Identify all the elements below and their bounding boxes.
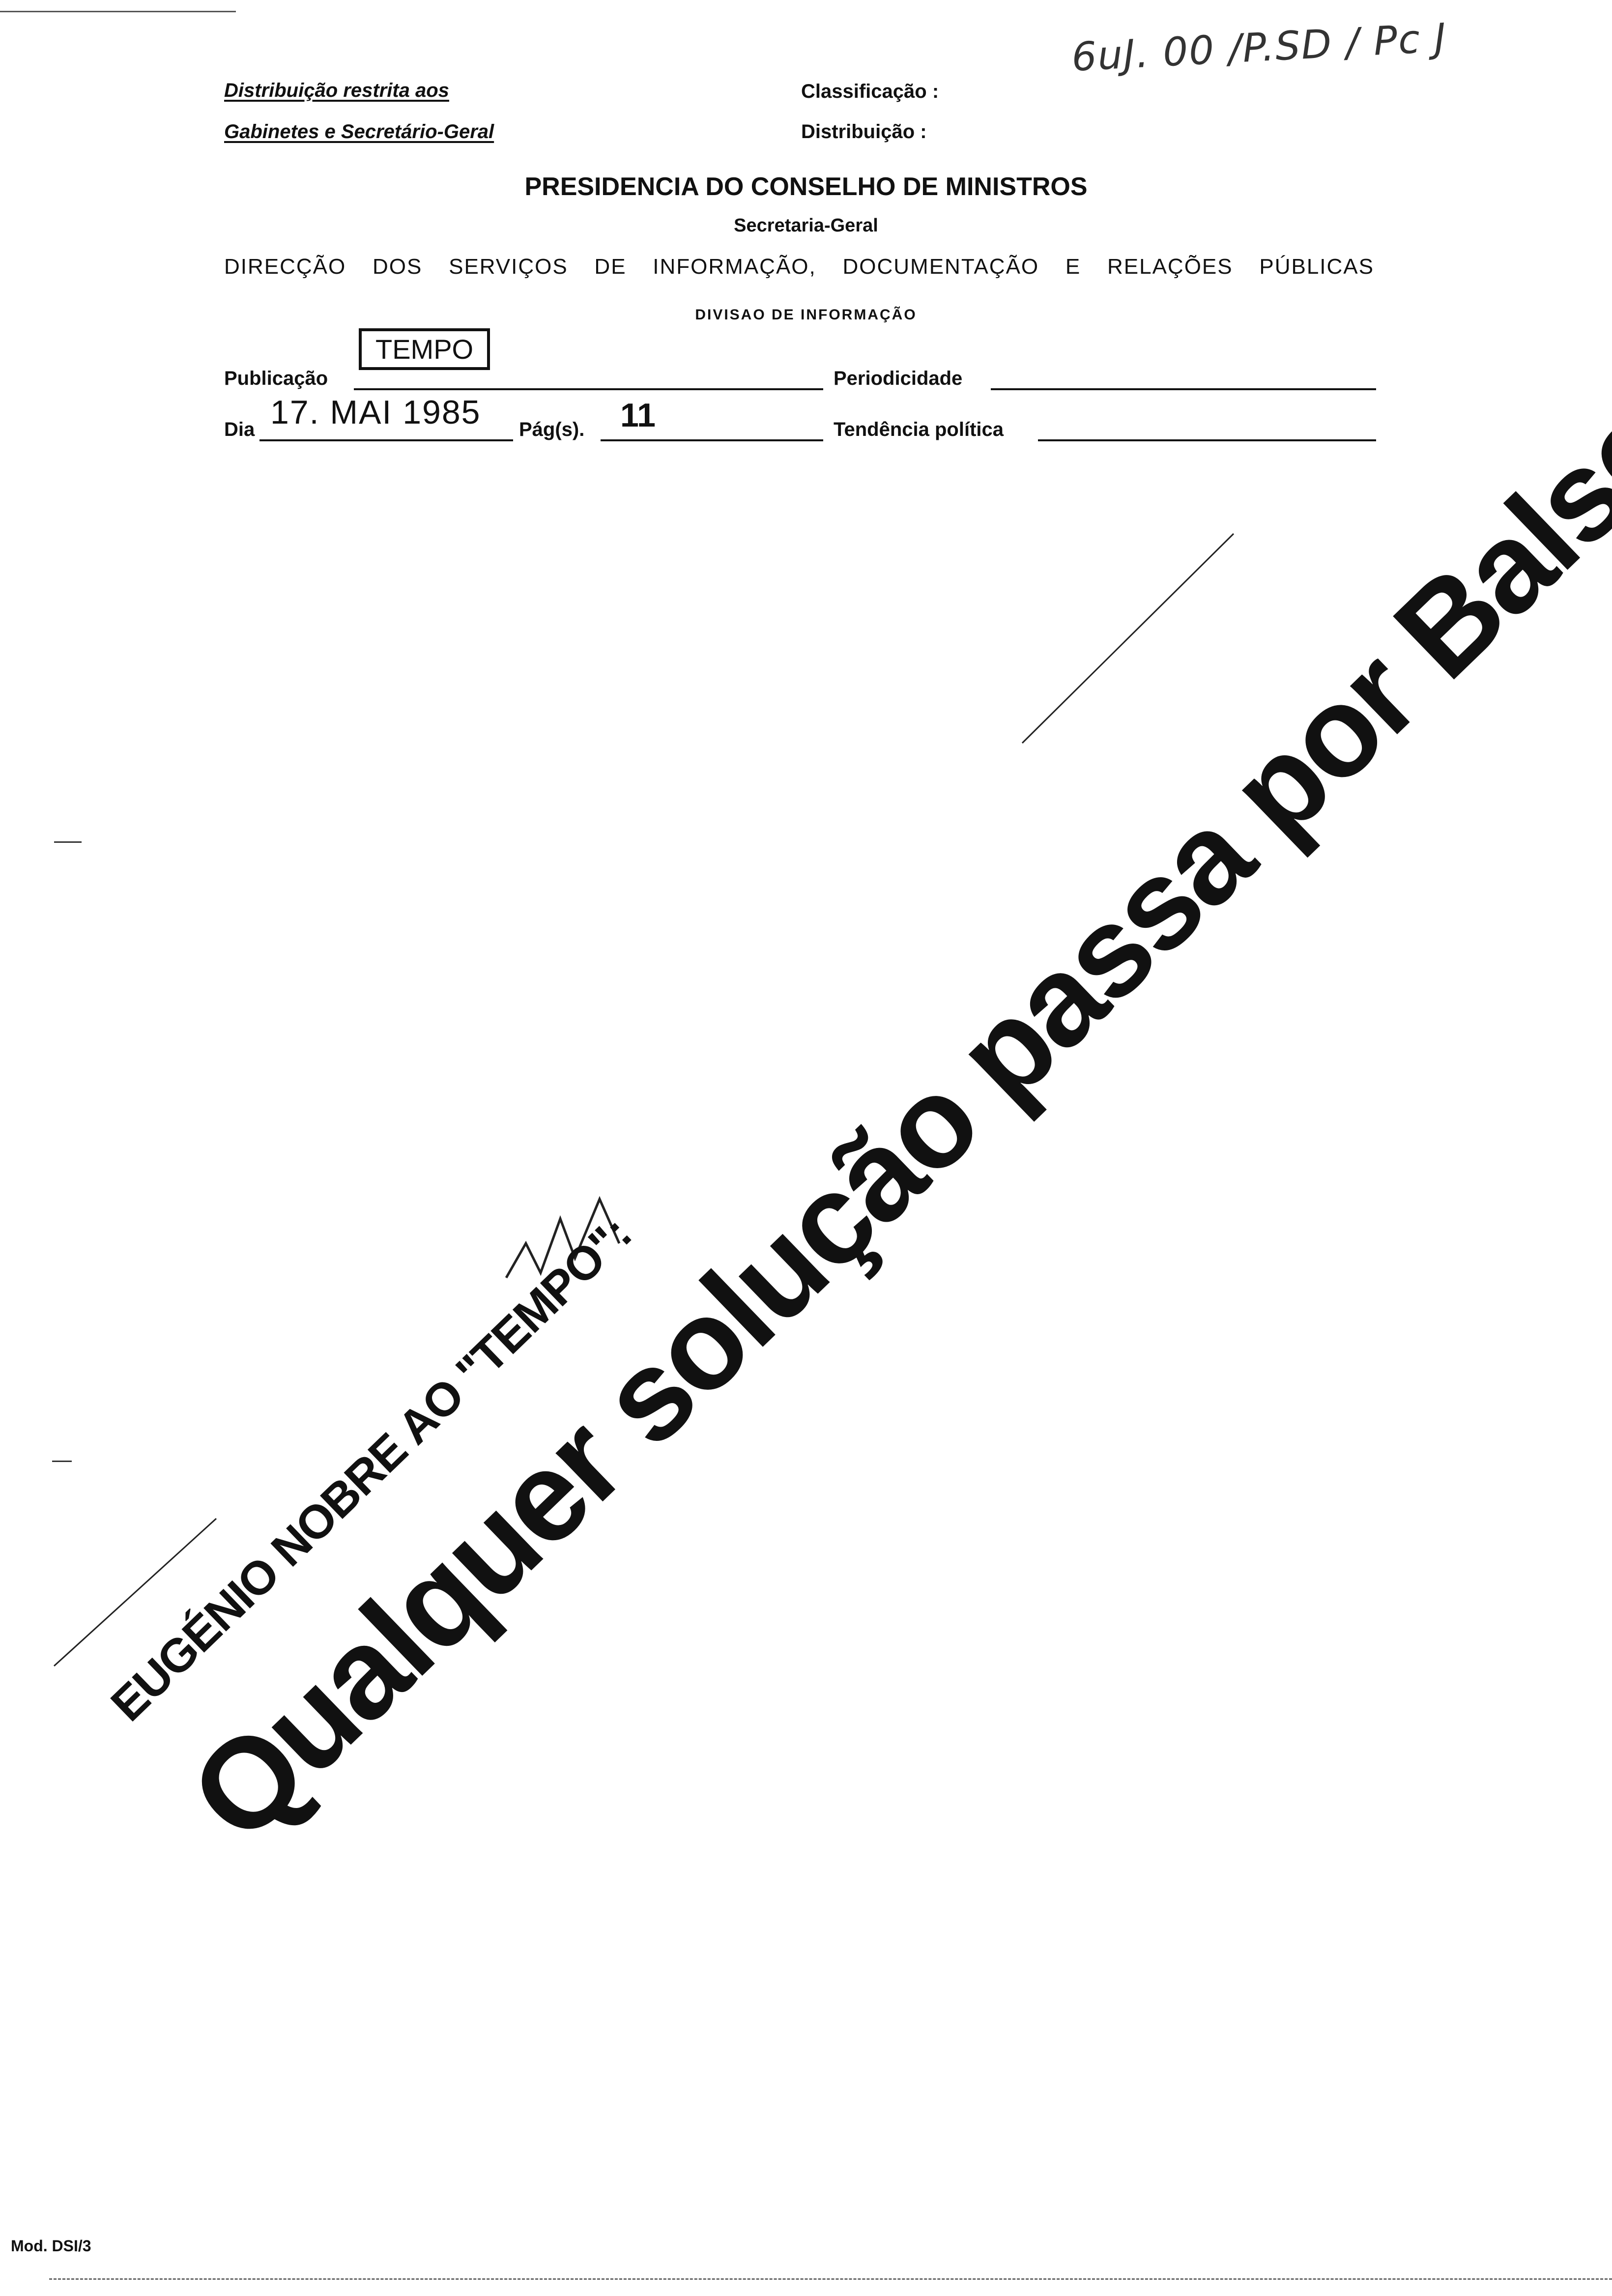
margin-mark — [52, 1461, 72, 1462]
tendency-line — [1038, 439, 1376, 441]
model-code: Mod. DSI/3 — [11, 2237, 91, 2255]
division-label: DIVISAO DE INFORMAÇÃO — [695, 307, 917, 323]
periodicity-label: Periodicidade — [834, 368, 963, 389]
publication-label: Publicação — [224, 368, 328, 389]
pages-value: 11 — [620, 397, 656, 434]
pages-label: Pág(s). — [519, 419, 585, 440]
scan-edge-line — [0, 11, 236, 12]
periodicity-line — [991, 388, 1376, 390]
day-label: Dia — [224, 419, 255, 440]
restriction-line-1: Distribuição restrita aos — [224, 80, 449, 101]
org-title: PRESIDENCIA DO CONSELHO DE MINISTROS — [524, 172, 1088, 201]
classification-label: Classificação : — [801, 81, 939, 102]
article-headline: Qualquer solução passa por Balsemão — [163, 200, 1612, 1868]
org-subtitle: Secretaria-Geral — [734, 215, 878, 236]
publication-stamp: TEMPO — [359, 328, 490, 370]
publication-line — [354, 388, 823, 390]
handwritten-reference: 6uJ. 00 /P.SD / Pc J — [1070, 15, 1448, 80]
bottom-scan-line — [49, 2278, 1612, 2280]
margin-mark — [54, 841, 82, 843]
distribution-label: Distribuição : — [801, 121, 927, 143]
pages-line — [601, 439, 823, 441]
day-stamp: 17. MAI 1985 — [270, 394, 481, 431]
restriction-line-2: Gabinetes e Secretário-Geral — [224, 121, 494, 143]
department-line: DIRECÇÃO DOS SERVIÇOS DE INFORMAÇÃO, DOC… — [224, 255, 1374, 279]
tendency-label: Tendência política — [834, 419, 1004, 440]
day-line — [259, 439, 513, 441]
